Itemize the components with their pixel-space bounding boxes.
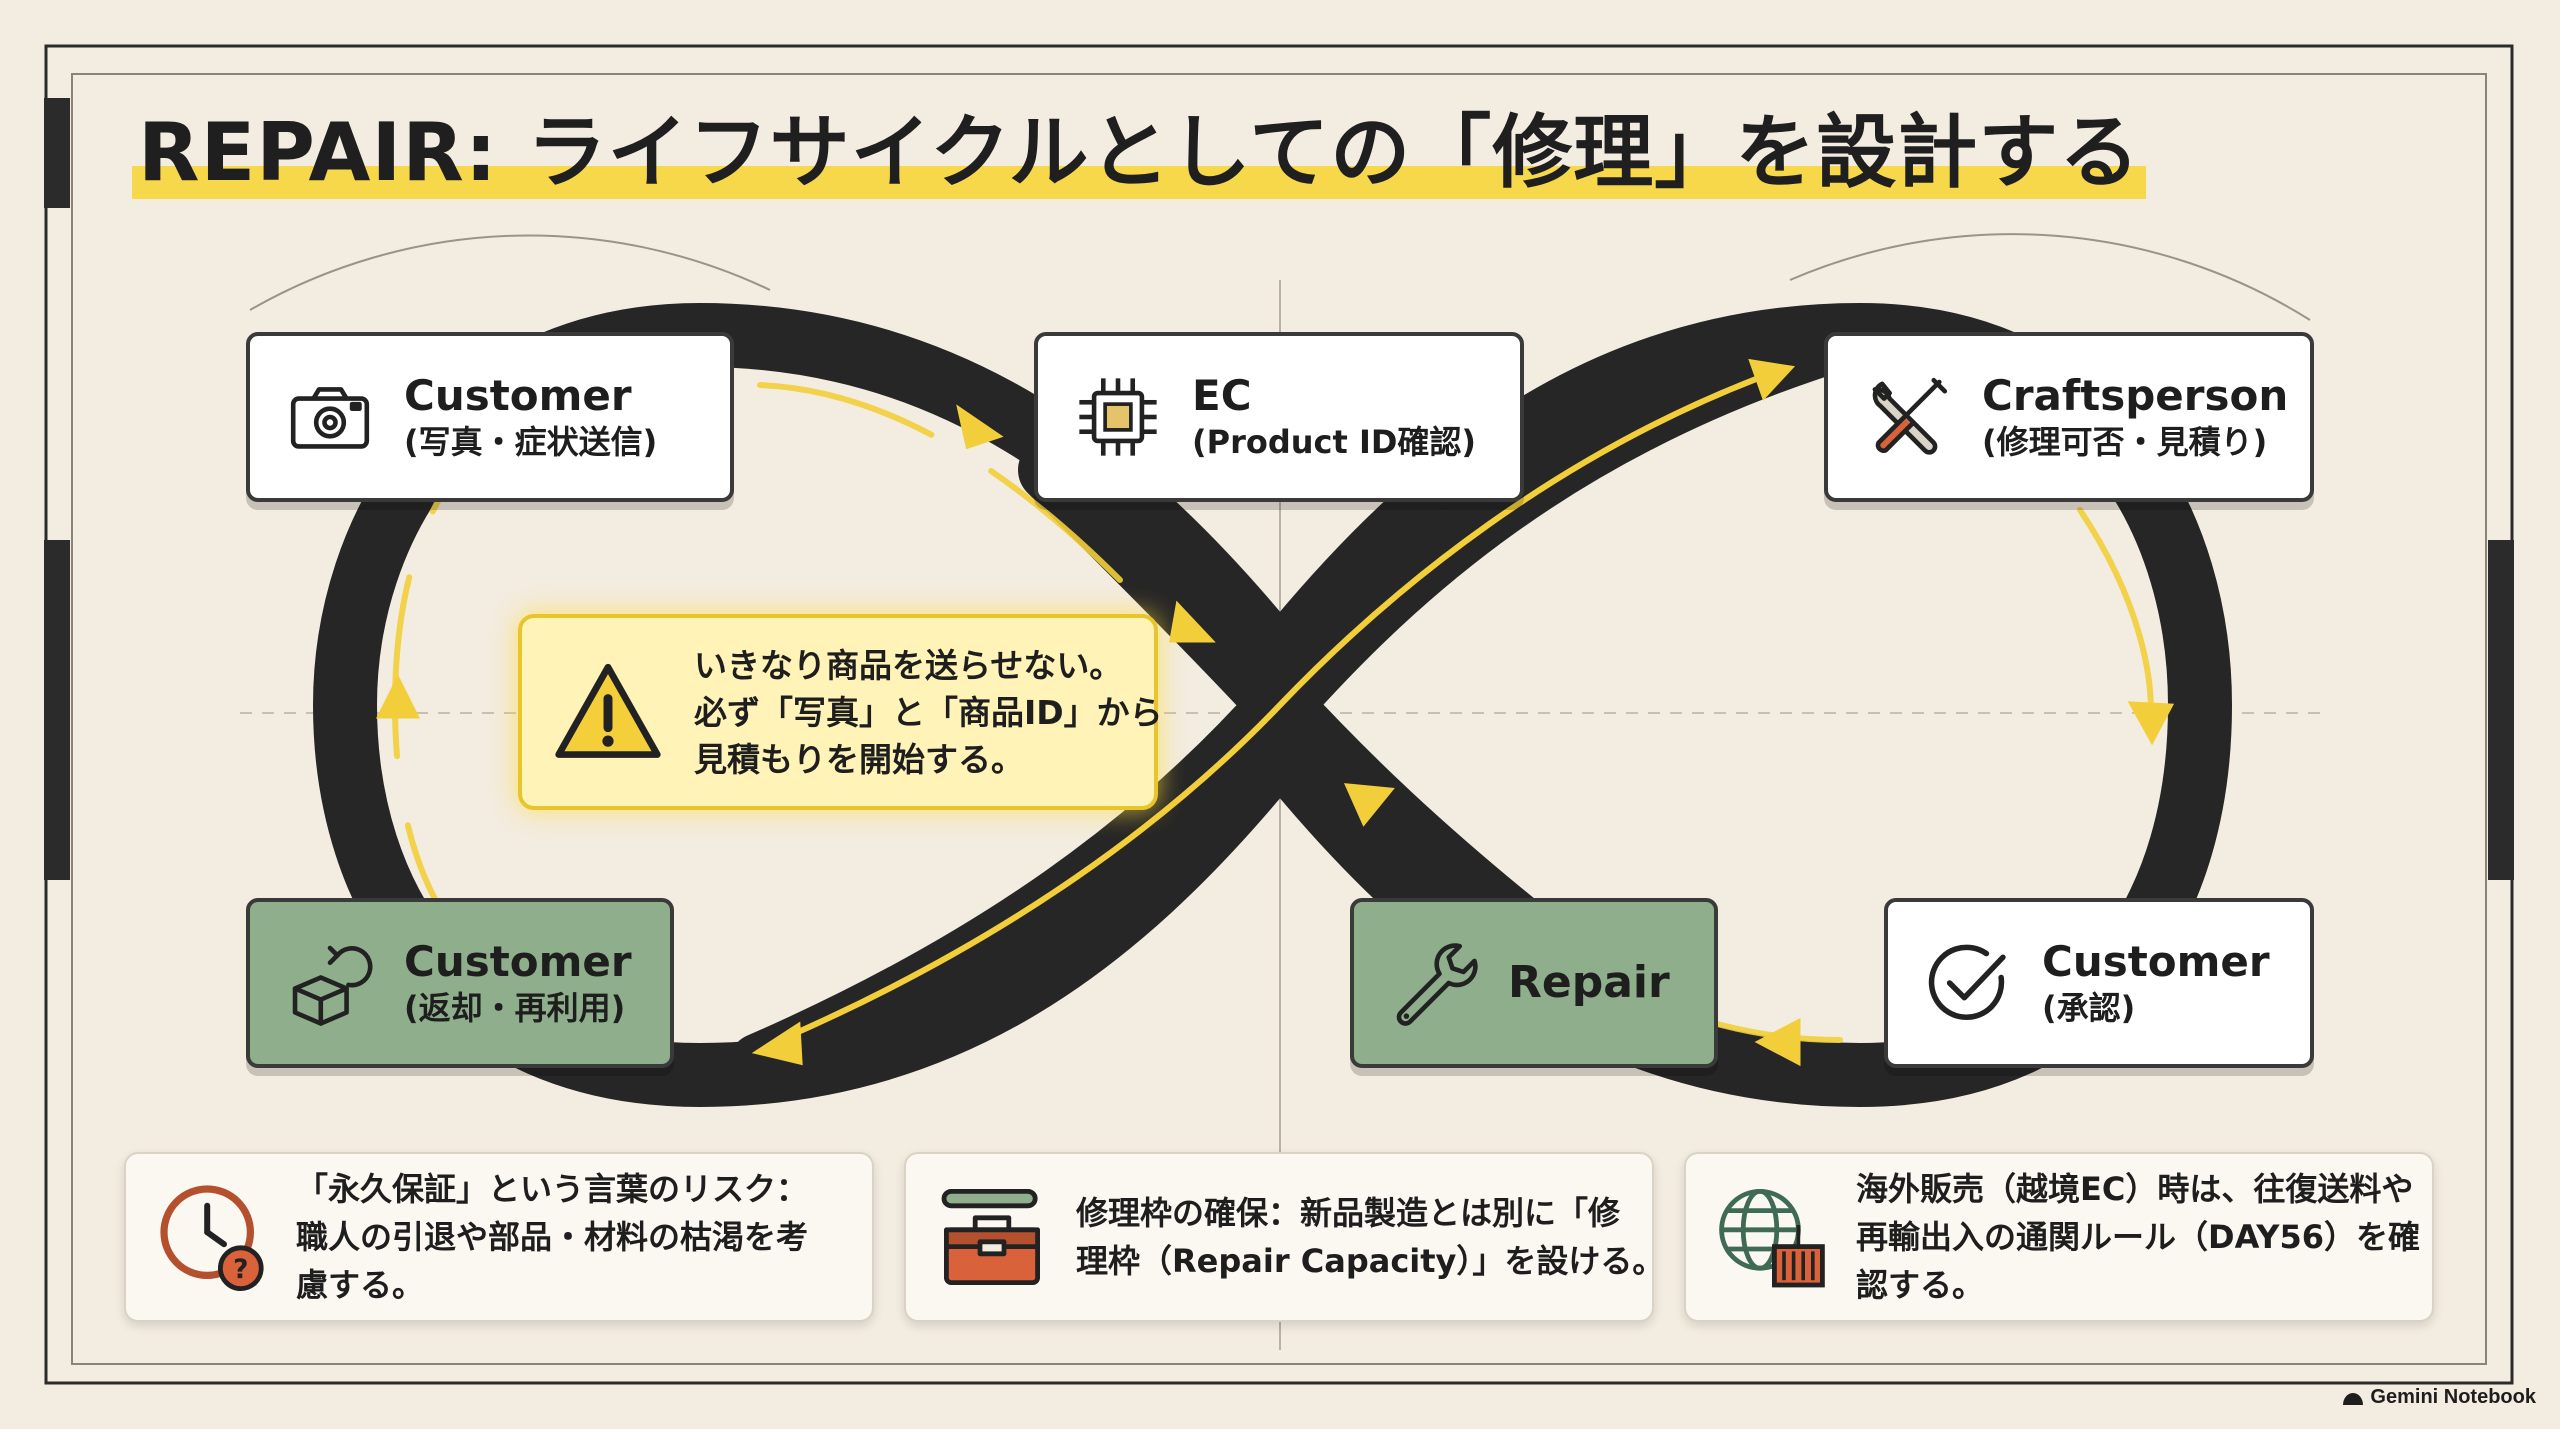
road-arrow-3 [1748, 358, 1796, 401]
check-circle-icon [1922, 937, 2014, 1029]
globe-container-icon [1712, 1177, 1832, 1297]
watermark: Gemini Notebook [2342, 1386, 2536, 1409]
note-cross-border: 海外販売（越境EC）時は、往復送料や 再輸出入の通関ルール（DAY56）を確 認… [1684, 1152, 2434, 1322]
node-repair: Repair [1350, 898, 1718, 1068]
node-name: EC [1192, 371, 1252, 420]
node-subtitle: (返却・再利用) [404, 989, 626, 1027]
note-line: 海外販売（越境EC）時は、往復送料や [1856, 1170, 2414, 1208]
node-subtitle: (承認) [2042, 989, 2136, 1027]
warning-callout: いきなり商品を送らせない。 必ず「写真」と「商品ID」から 見積もりを開始する。 [518, 614, 1163, 810]
road-arrow-6 [1343, 783, 1395, 827]
note-repair-capacity: 修理枠の確保：新品製造とは別に「修 理枠（Repair Capacity）」を設… [904, 1152, 1664, 1322]
note-line: 修理枠の確保：新品製造とは別に「修 [1076, 1194, 1621, 1232]
road-line-diagonal [777, 367, 1783, 1043]
clock-question-icon: ? [152, 1177, 272, 1297]
note-line: 職人の引退や部品・材料の枯渇を考 [296, 1218, 809, 1256]
toolbox-icon [932, 1177, 1052, 1297]
notebook-logo-icon [2343, 1392, 2364, 1405]
node-name: Repair [1508, 957, 1670, 1008]
note-line: 理枠（Repair Capacity）」を設ける。 [1076, 1242, 1665, 1280]
road-arrow-7 [751, 1021, 803, 1066]
node-subtitle: (修理可否・見積り) [1982, 423, 2268, 461]
node-name: Craftsperson [1982, 371, 2289, 420]
note-line: 認する。 [1856, 1266, 1985, 1304]
node-craftsperson: Craftsperson (修理可否・見積り) [1824, 332, 2314, 502]
road-arrow-5 [1754, 1017, 1801, 1067]
node-subtitle: (写真・症状送信) [404, 423, 658, 461]
note-line: 慮する。 [296, 1266, 425, 1304]
note-warranty-risk: ? 「永久保証」という言葉のリスク： 職人の引退や部品・材料の枯渇を考 慮する。 [124, 1152, 874, 1322]
road-arrow-4 [2127, 701, 2175, 746]
watermark-text: Gemini Notebook [2370, 1386, 2536, 1408]
road-arrow-8 [375, 674, 421, 719]
svg-text:?: ? [233, 1254, 248, 1285]
wrench-icon [1388, 937, 1480, 1029]
return-box-icon [284, 937, 376, 1029]
page-title: REPAIR: ライフサイクルとしての「修理」を設計する [132, 98, 2147, 208]
road-left-loop [313, 303, 1294, 1107]
node-customer-photo: Customer (写真・症状送信) [246, 332, 734, 502]
node-name: Customer [404, 937, 632, 986]
chip-icon [1072, 371, 1164, 463]
warning-icon [552, 656, 664, 768]
callout-line: 見積もりを開始する。 [694, 739, 1024, 779]
node-customer-approval: Customer (承認) [1884, 898, 2314, 1068]
node-subtitle: (Product ID確認) [1192, 423, 1477, 461]
node-name: Customer [404, 371, 632, 420]
tools-icon [1862, 371, 1954, 463]
road-arrow-2 [1169, 600, 1216, 643]
callout-line: 必ず「写真」と「商品ID」から [694, 692, 1163, 732]
node-name: Customer [2042, 937, 2270, 986]
camera-icon [284, 371, 376, 463]
note-line: 「永久保証」という言葉のリスク： [296, 1170, 809, 1208]
road-arrow-1 [956, 404, 1004, 450]
node-ec-product-id: EC (Product ID確認) [1034, 332, 1524, 502]
node-customer-return: Customer (返却・再利用) [246, 898, 674, 1068]
note-line: 再輸出入の通関ルール（DAY56）を確 [1856, 1218, 2420, 1256]
callout-line: いきなり商品を送らせない。 [694, 645, 1123, 685]
